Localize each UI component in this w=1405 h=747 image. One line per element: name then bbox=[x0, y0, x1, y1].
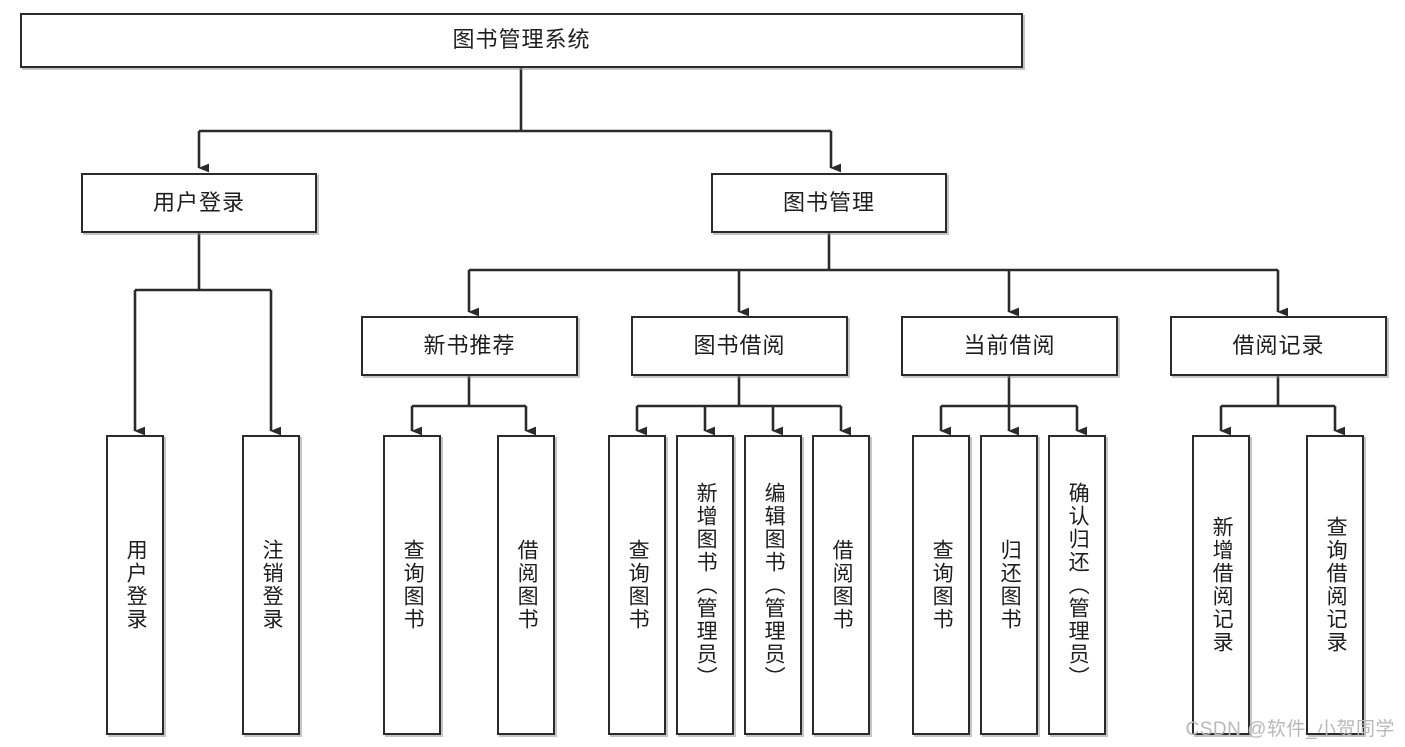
node-leaf-confirm-return-label: 确认归还（管理员） bbox=[1066, 481, 1090, 689]
node-leaf-query-book-2[interactable]: 查询图书 bbox=[608, 435, 666, 735]
node-leaf-borrow-book-2-label: 借阅图书 bbox=[830, 539, 854, 631]
node-user-login[interactable]: 用户登录 bbox=[81, 173, 317, 233]
node-leaf-confirm-return[interactable]: 确认归还（管理员） bbox=[1048, 435, 1106, 735]
node-leaf-edit-book-label: 编辑图书（管理员） bbox=[762, 481, 786, 689]
node-book-manage-label: 图书管理 bbox=[782, 189, 875, 215]
node-leaf-logout-login-label: 注销登录 bbox=[260, 539, 284, 631]
node-leaf-query-book-1-label: 查询图书 bbox=[401, 539, 425, 631]
node-leaf-user-login[interactable]: 用户登录 bbox=[106, 435, 164, 735]
node-leaf-query-record[interactable]: 查询借阅记录 bbox=[1306, 435, 1364, 735]
node-leaf-add-book[interactable]: 新增图书（管理员） bbox=[676, 435, 734, 735]
node-leaf-query-book-1[interactable]: 查询图书 bbox=[383, 435, 441, 735]
node-root-book-management-system[interactable]: 图书管理系统 bbox=[20, 13, 1023, 68]
node-leaf-query-record-label: 查询借阅记录 bbox=[1324, 516, 1348, 654]
node-user-login-label: 用户登录 bbox=[152, 189, 245, 215]
node-leaf-query-book-3[interactable]: 查询图书 bbox=[912, 435, 970, 735]
node-borrow-record[interactable]: 借阅记录 bbox=[1170, 316, 1387, 376]
node-root-label: 图书管理系统 bbox=[452, 27, 591, 53]
node-current-borrow-label: 当前借阅 bbox=[963, 332, 1056, 358]
node-current-borrow[interactable]: 当前借阅 bbox=[901, 316, 1118, 376]
node-book-borrow-label: 图书借阅 bbox=[693, 332, 786, 358]
node-book-manage[interactable]: 图书管理 bbox=[711, 173, 947, 233]
node-leaf-add-book-label: 新增图书（管理员） bbox=[694, 481, 718, 689]
node-leaf-logout-login[interactable]: 注销登录 bbox=[242, 435, 300, 735]
node-leaf-borrow-book-1-label: 借阅图书 bbox=[515, 539, 539, 631]
node-leaf-add-record-label: 新增借阅记录 bbox=[1210, 516, 1234, 654]
csdn-watermark: CSDN @软件_小贺同学 bbox=[1185, 719, 1395, 740]
node-leaf-query-book-3-label: 查询图书 bbox=[930, 539, 954, 631]
node-new-book-recommend-label: 新书推荐 bbox=[423, 332, 516, 358]
node-leaf-user-login-label: 用户登录 bbox=[124, 539, 148, 631]
node-book-borrow[interactable]: 图书借阅 bbox=[631, 316, 848, 376]
node-new-book-recommend[interactable]: 新书推荐 bbox=[361, 316, 578, 376]
node-leaf-add-record[interactable]: 新增借阅记录 bbox=[1192, 435, 1250, 735]
node-leaf-edit-book[interactable]: 编辑图书（管理员） bbox=[744, 435, 802, 735]
node-leaf-borrow-book-1[interactable]: 借阅图书 bbox=[497, 435, 555, 735]
node-leaf-borrow-book-2[interactable]: 借阅图书 bbox=[812, 435, 870, 735]
node-leaf-query-book-2-label: 查询图书 bbox=[626, 539, 650, 631]
node-leaf-return-book[interactable]: 归还图书 bbox=[980, 435, 1038, 735]
node-borrow-record-label: 借阅记录 bbox=[1232, 332, 1325, 358]
node-leaf-return-book-label: 归还图书 bbox=[998, 539, 1022, 631]
